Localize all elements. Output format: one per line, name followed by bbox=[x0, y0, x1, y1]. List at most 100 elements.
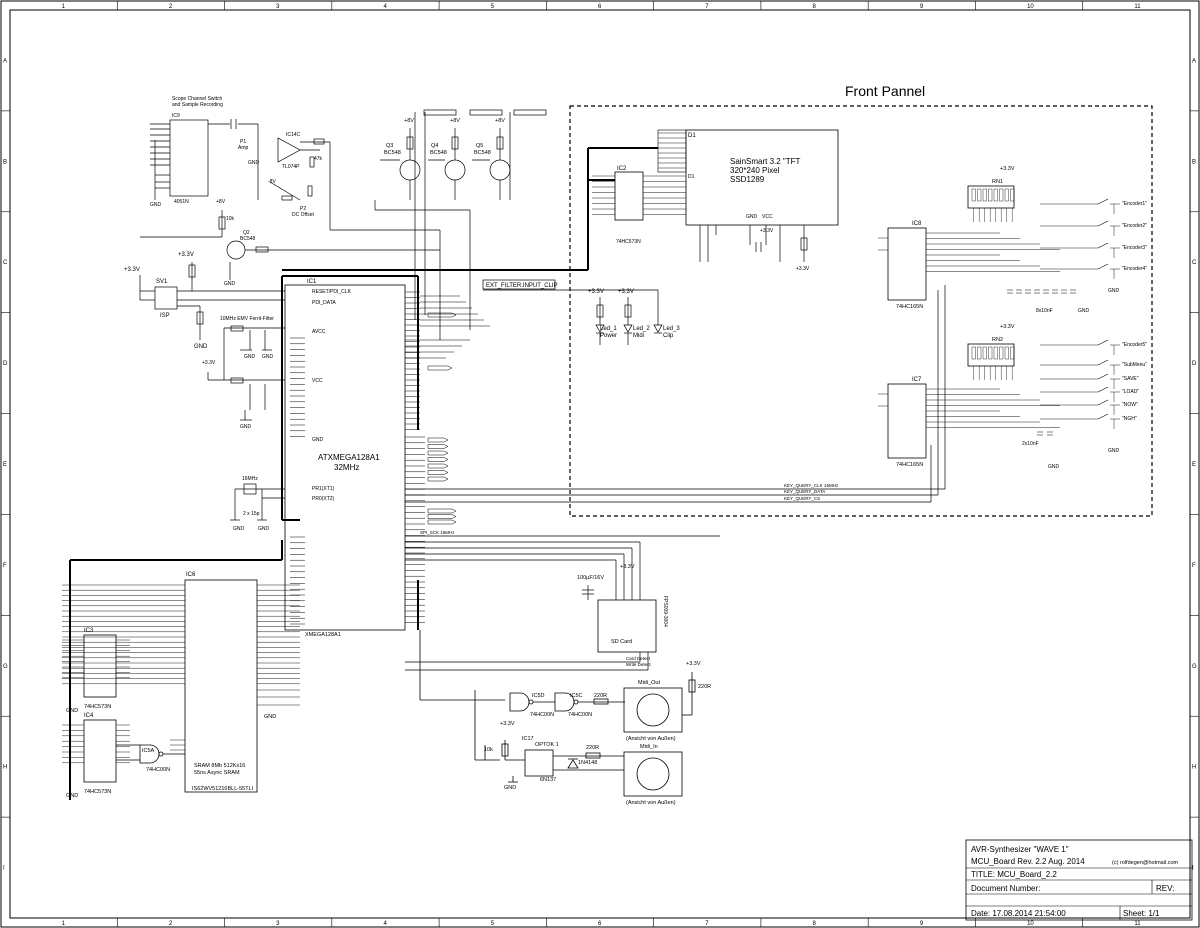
svg-text:Led_2: Led_2 bbox=[633, 326, 650, 332]
svg-text:Scope Channel Switch: Scope Channel Switch bbox=[172, 96, 223, 102]
svg-text:VCC: VCC bbox=[312, 378, 323, 384]
grid-row-right: B bbox=[1192, 159, 1196, 165]
svg-text:74HC00N: 74HC00N bbox=[568, 712, 592, 718]
svg-text:PDI_DATA: PDI_DATA bbox=[312, 300, 336, 306]
svg-text:GND: GND bbox=[258, 526, 270, 532]
svg-text:Led_3: Led_3 bbox=[663, 326, 680, 332]
svg-text:GND: GND bbox=[262, 354, 274, 360]
svg-text:BC548: BC548 bbox=[384, 150, 401, 156]
shift-register-ic7: IC7 74HC165N bbox=[887, 377, 927, 468]
svg-text:"Encoder2": "Encoder2" bbox=[1122, 223, 1147, 229]
svg-text:GND: GND bbox=[264, 714, 276, 720]
svg-text:D1: D1 bbox=[688, 133, 696, 139]
svg-text:Power: Power bbox=[600, 333, 617, 339]
sheet-number: Sheet: 1/1 bbox=[1123, 909, 1160, 918]
ic2-pin-lines bbox=[592, 132, 686, 215]
grid-col-bottom: 9 bbox=[920, 921, 924, 927]
svg-text:and Sample Recording: and Sample Recording bbox=[172, 102, 223, 108]
svg-text:+3.3V: +3.3V bbox=[178, 252, 194, 258]
svg-text:BC548: BC548 bbox=[430, 150, 447, 156]
grid-row-left: G bbox=[3, 664, 8, 670]
svg-text:+8V: +8V bbox=[495, 118, 505, 124]
svg-text:KEY_QUERY_CLK 16MHz: KEY_QUERY_CLK 16MHz bbox=[784, 483, 839, 488]
svg-text:+8V: +8V bbox=[216, 199, 226, 205]
svg-text:GND: GND bbox=[1078, 308, 1090, 314]
svg-text:GND: GND bbox=[150, 202, 162, 208]
svg-text:"NGH": "NGH" bbox=[1122, 416, 1137, 422]
grid-col-bottom: 5 bbox=[491, 921, 495, 927]
grid-col-bottom: 2 bbox=[169, 921, 173, 927]
svg-text:RESET/PDI_CLK: RESET/PDI_CLK bbox=[312, 289, 352, 295]
data-bus bbox=[69, 540, 419, 800]
svg-text:ISP: ISP bbox=[160, 313, 170, 319]
svg-text:IC6: IC6 bbox=[186, 572, 196, 578]
key-query-labels: KEY_QUERY_CLK 16MHz KEY_QUERY_DATA KEY_Q… bbox=[420, 483, 839, 535]
svg-text:+3.3V: +3.3V bbox=[588, 289, 604, 295]
svg-text:GND: GND bbox=[1108, 288, 1120, 294]
svg-text:"Encoder5": "Encoder5" bbox=[1122, 342, 1147, 348]
grid-col-bottom: 4 bbox=[383, 921, 387, 927]
mcu-bottom: XMEGA128A1 bbox=[305, 632, 341, 638]
isp-connector bbox=[139, 262, 285, 340]
svg-text:BC548: BC548 bbox=[240, 236, 256, 242]
midi-labels: IC5D 74HC00N IC5C 74HC00N 220R 220R +3.3… bbox=[484, 661, 711, 806]
svg-text:D1: D1 bbox=[688, 174, 695, 180]
svg-text:"NOW": "NOW" bbox=[1122, 402, 1138, 408]
svg-text:EXT_FILTER.INPUT_CLIP: EXT_FILTER.INPUT_CLIP bbox=[486, 283, 558, 289]
svg-text:(Ansicht von Außen): (Ansicht von Außen) bbox=[626, 736, 676, 742]
svg-text:+3.3V: +3.3V bbox=[1000, 166, 1015, 172]
svg-text:74HC00N: 74HC00N bbox=[146, 767, 170, 773]
svg-text:PR1(XT1): PR1(XT1) bbox=[312, 486, 335, 492]
svg-text:PR0(XT2): PR0(XT2) bbox=[312, 496, 335, 502]
mcu-pin-lines bbox=[290, 291, 490, 625]
svg-text:10MHz EMV Ferrit-Filter: 10MHz EMV Ferrit-Filter bbox=[220, 316, 274, 322]
svg-text:+3.3V: +3.3V bbox=[686, 661, 701, 667]
grid-col-bottom: 3 bbox=[276, 921, 280, 927]
svg-text:Amp: Amp bbox=[238, 145, 249, 151]
svg-text:IC7: IC7 bbox=[912, 377, 922, 383]
grid-col-top: 4 bbox=[383, 4, 387, 10]
grid-col-top: 7 bbox=[705, 4, 709, 10]
svg-text:SV1: SV1 bbox=[156, 279, 168, 285]
svg-text:"LOAD": "LOAD" bbox=[1122, 389, 1139, 395]
svg-text:FPS009-3004: FPS009-3004 bbox=[662, 596, 668, 627]
svg-text:GND: GND bbox=[1108, 448, 1120, 454]
svg-text:+3.3V: +3.3V bbox=[760, 228, 774, 234]
board-revision: MCU_Board Rev. 2.2 Aug. 2014 bbox=[971, 857, 1085, 866]
svg-text:VCC: VCC bbox=[762, 214, 773, 220]
svg-text:Card Detect: Card Detect bbox=[626, 656, 651, 661]
svg-text:10k: 10k bbox=[484, 747, 493, 753]
grid-row-right: I bbox=[1192, 866, 1194, 872]
resistor-network-rn2: RN2 +3.3V bbox=[967, 324, 1015, 367]
svg-text:320*240 Pixel: 320*240 Pixel bbox=[730, 166, 780, 175]
svg-text:IC17: IC17 bbox=[522, 736, 534, 742]
svg-text:Q5: Q5 bbox=[476, 143, 483, 149]
svg-text:GND: GND bbox=[248, 160, 260, 166]
svg-text:IC5D: IC5D bbox=[532, 693, 545, 699]
svg-text:AVCC: AVCC bbox=[312, 329, 326, 335]
transistor-group bbox=[330, 109, 547, 340]
svg-text:KEY_QUERY_CS: KEY_QUERY_CS bbox=[784, 496, 820, 501]
resistor-network-rn1: RN1 +3.3V bbox=[967, 166, 1015, 209]
svg-text:Write Detect: Write Detect bbox=[626, 662, 651, 667]
encoder-switch-block-1 bbox=[878, 188, 1120, 294]
isp-labels: SV1 ISP +3.3V +3.3V GND bbox=[124, 252, 208, 350]
svg-text:Q2: Q2 bbox=[243, 230, 250, 236]
grid-row-right: F bbox=[1192, 563, 1196, 569]
svg-text:GND: GND bbox=[224, 281, 236, 287]
grid-col-bottom: 1 bbox=[62, 921, 66, 927]
svg-text:GND: GND bbox=[66, 708, 78, 714]
grid-col-top: 10 bbox=[1027, 4, 1034, 10]
svg-text:+3.3V: +3.3V bbox=[202, 360, 216, 366]
shift-register-ic8: IC8 74HC165N bbox=[887, 221, 927, 310]
grid-col-bottom: 11 bbox=[1134, 921, 1141, 927]
grid-row-left: B bbox=[3, 159, 7, 165]
grid-col-top: 6 bbox=[598, 4, 602, 10]
grid-row-left: A bbox=[3, 58, 7, 64]
svg-text:"Encoder4": "Encoder4" bbox=[1122, 266, 1147, 272]
grid-col-bottom: 7 bbox=[705, 921, 709, 927]
svg-text:IC3: IC3 bbox=[84, 628, 94, 634]
grid-row-right: G bbox=[1192, 664, 1197, 670]
grid-col-top: 9 bbox=[920, 4, 924, 10]
